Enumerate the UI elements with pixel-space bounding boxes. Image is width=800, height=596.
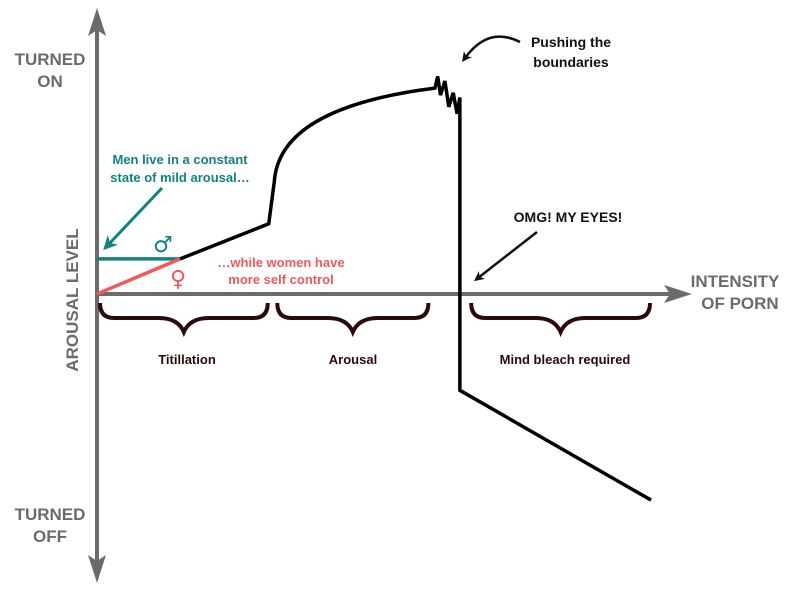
brace-layer [98, 302, 652, 338]
women-note-line1: …while women have [217, 255, 344, 270]
omg-note-arrow [474, 231, 538, 282]
y-bottom-label-line1: TURNED [15, 505, 86, 524]
y-top-label-line1: TURNED [15, 50, 86, 69]
region-label-mind-bleach: Mind bleach required [500, 352, 631, 367]
y-axis-bottom-arrowhead [88, 555, 106, 583]
y-axis-top-arrowhead [88, 8, 106, 36]
pushing-note-arrow [462, 35, 521, 63]
men-note-line2: state of mild arousal… [110, 170, 249, 185]
male-symbol: ♂ [153, 233, 173, 258]
x-axis-title-line1: INTENSITY [691, 272, 780, 291]
men-note-arrow [103, 186, 164, 251]
pushing-note-line1: Pushing the [531, 34, 611, 50]
region-label-titillation: Titillation [158, 352, 216, 367]
region-brace-1 [98, 302, 270, 338]
female-symbol: ♀ [170, 267, 186, 292]
women-note-line2: more self control [228, 272, 333, 287]
y-top-label-line2: ON [37, 72, 63, 91]
region-brace-3 [469, 302, 652, 338]
x-axis-title-line2: OF PORN [701, 294, 778, 313]
series-line-women [96, 257, 181, 296]
region-label-arousal: Arousal [329, 352, 377, 367]
omg-note: OMG! MY EYES! [514, 209, 623, 225]
men-note-line1: Men live in a constant [112, 152, 248, 167]
series-line-combined [179, 75, 652, 502]
y-bottom-label-line2: OFF [33, 527, 67, 546]
x-axis-arrowhead [664, 285, 692, 303]
y-axis-title: AROUSAL LEVEL [63, 228, 82, 371]
series-layer [96, 75, 652, 502]
x-axis [97, 285, 692, 303]
region-brace-2 [275, 302, 431, 338]
pushing-note-line2: boundaries [533, 54, 609, 70]
